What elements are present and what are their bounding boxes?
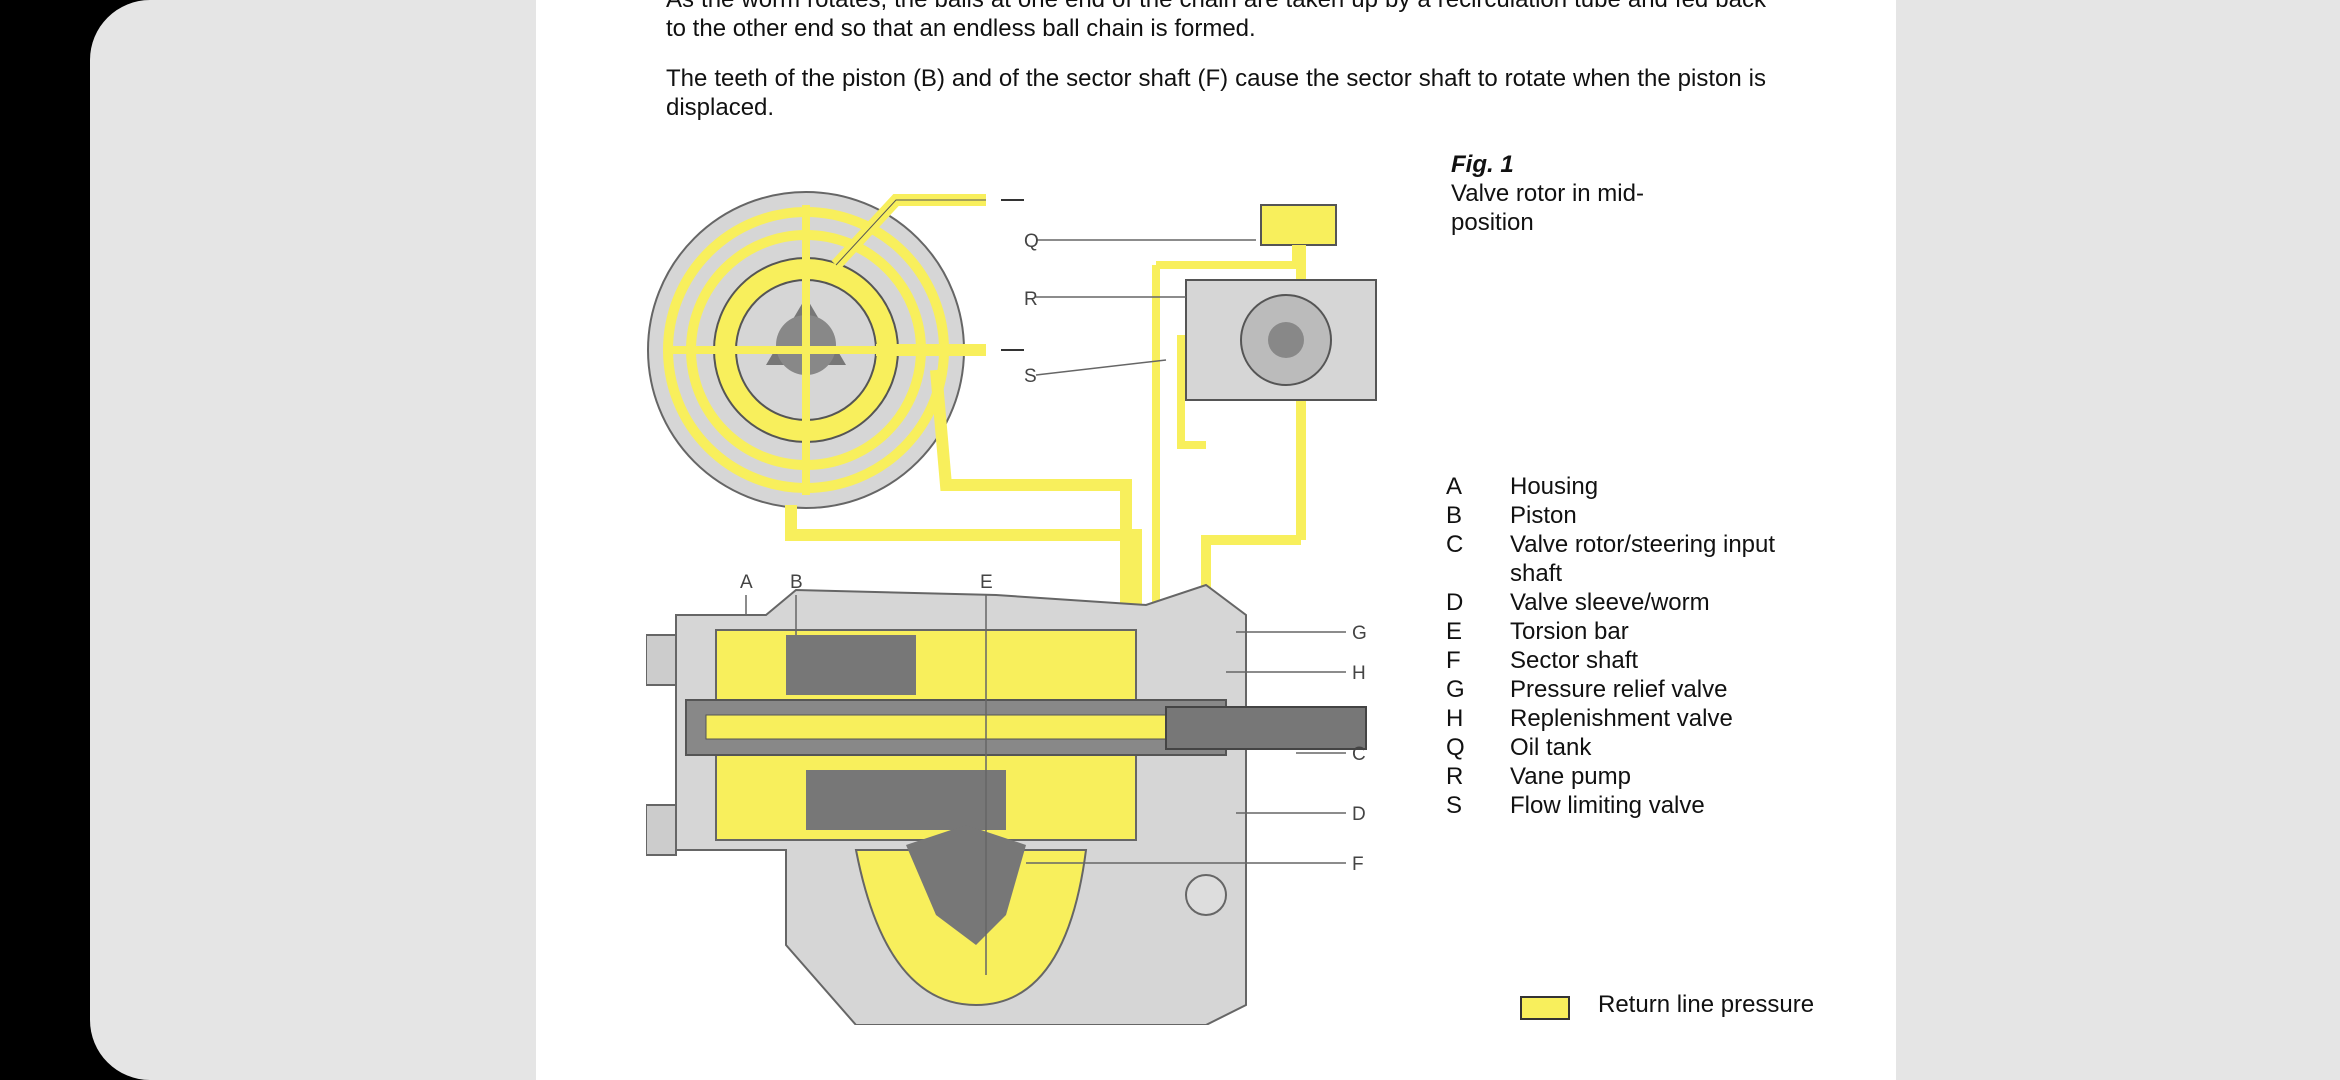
diagram-label-s: S bbox=[1024, 366, 1037, 387]
legend-row: E Torsion bar bbox=[1446, 617, 1790, 646]
legend-row: H Replenishment valve bbox=[1446, 704, 1790, 733]
legend-key: D bbox=[1446, 589, 1464, 616]
legend-key: G bbox=[1446, 676, 1465, 703]
legend-key: A bbox=[1446, 473, 1463, 500]
legend-row: C Valve rotor/steering input shaft bbox=[1446, 530, 1790, 588]
steering-gear-diagram: Q R S A B E G H C D F bbox=[646, 185, 1386, 1025]
legend-value: Flow limiting valve bbox=[1510, 792, 1705, 819]
diagram-label-a: A bbox=[740, 572, 753, 593]
diagram-label-r: R bbox=[1024, 289, 1038, 310]
diagram-label-h: H bbox=[1352, 663, 1366, 684]
document-viewer[interactable]: As the worm rotates, the balls at one en… bbox=[90, 0, 2340, 1080]
gear-housing-illustration bbox=[646, 583, 1367, 1025]
legend-value: Oil tank bbox=[1510, 734, 1592, 761]
figure-number: Fig. 1 bbox=[1451, 151, 1514, 178]
legend-row: Q Oil tank bbox=[1446, 733, 1790, 762]
legend-key: C bbox=[1446, 531, 1464, 558]
legend-row: G Pressure relief valve bbox=[1446, 675, 1790, 704]
figure-caption: Fig. 1 Valve rotor in mid-position bbox=[1451, 150, 1651, 237]
diagram-label-d: D bbox=[1352, 804, 1366, 825]
legend-key: Q bbox=[1446, 734, 1465, 761]
return-line-swatch bbox=[1520, 996, 1570, 1020]
legend-row: D Valve sleeve/worm bbox=[1446, 588, 1790, 617]
paragraph-worm-balls: As the worm rotates, the balls at one en… bbox=[666, 0, 1766, 42]
legend-value: Housing bbox=[1510, 473, 1599, 500]
legend-row: B Piston bbox=[1446, 501, 1790, 530]
legend-row: S Flow limiting valve bbox=[1446, 791, 1790, 820]
legend-key: S bbox=[1446, 792, 1463, 819]
legend-value: Replenishment valve bbox=[1510, 705, 1733, 732]
diagram-label-e: E bbox=[980, 572, 993, 593]
legend-value: Torsion bar bbox=[1510, 618, 1629, 645]
figure-caption-text: Valve rotor in mid-position bbox=[1451, 180, 1644, 236]
legend-key: B bbox=[1446, 502, 1463, 529]
legend-key: H bbox=[1446, 705, 1464, 732]
legend-row: A Housing bbox=[1446, 472, 1790, 501]
legend-value: Valve sleeve/worm bbox=[1510, 589, 1710, 616]
legend-value: Vane pump bbox=[1510, 763, 1631, 790]
legend-row: F Sector shaft bbox=[1446, 646, 1790, 675]
legend-key: R bbox=[1446, 763, 1464, 790]
document-page: As the worm rotates, the balls at one en… bbox=[536, 0, 1896, 1080]
legend-key: F bbox=[1446, 647, 1461, 674]
legend-value: Sector shaft bbox=[1510, 647, 1639, 674]
parts-legend: A Housing B Piston C Valve rotor/steering i… bbox=[1446, 472, 1790, 820]
diagram-label-c: C bbox=[1352, 744, 1366, 765]
legend-key: E bbox=[1446, 618, 1463, 645]
diagram-label-g: G bbox=[1352, 623, 1367, 644]
legend-value: Pressure relief valve bbox=[1510, 676, 1728, 703]
diagram-label-f: F bbox=[1352, 854, 1364, 875]
legend-value: Piston bbox=[1510, 502, 1577, 529]
return-line-label: Return line pressure bbox=[1598, 991, 1815, 1018]
rotor-disc-illustration bbox=[647, 191, 965, 509]
diagram-label-q: Q bbox=[1024, 231, 1039, 252]
legend-value: Valve rotor/steering input shaft bbox=[1510, 531, 1776, 587]
legend-row: R Vane pump bbox=[1446, 762, 1790, 791]
paragraph-piston-teeth: The teeth of the piston (B) and of the s… bbox=[666, 65, 1766, 121]
diagram-label-b: B bbox=[790, 572, 803, 593]
